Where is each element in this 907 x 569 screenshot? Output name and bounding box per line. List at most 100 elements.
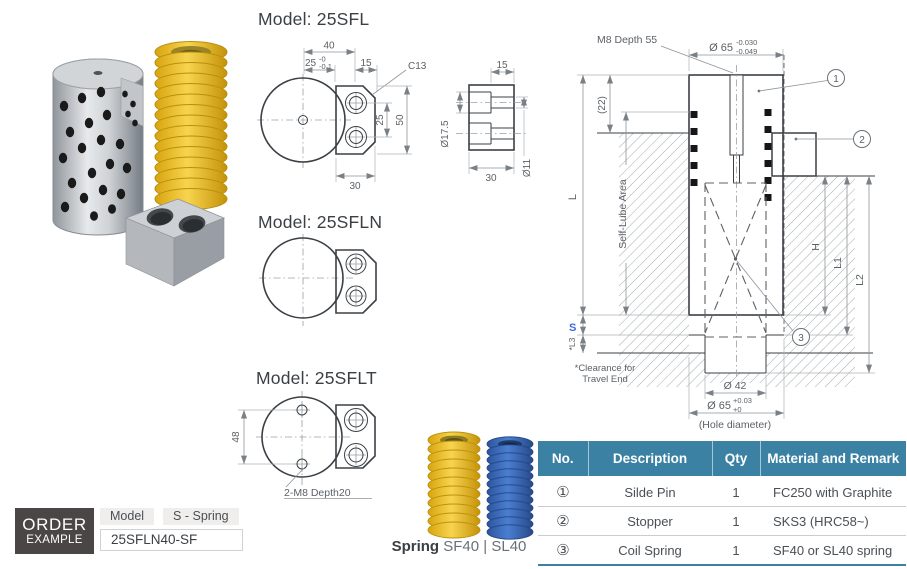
drawing-25sfl-front: 40 25 -0 -0.1 15 C13 25 50 <box>257 41 427 192</box>
svg-text:Self-Lube Area: Self-Lube Area <box>617 179 629 249</box>
svg-text:*Clearance for: *Clearance for <box>575 363 636 374</box>
col-no: No. <box>538 441 589 478</box>
svg-text:*L3: *L3 <box>567 337 577 350</box>
callout-2: 2 <box>794 130 871 148</box>
cell-qty: 1 <box>712 506 760 536</box>
svg-text:S: S <box>569 322 576 334</box>
svg-text:M8 Depth 55: M8 Depth 55 <box>597 34 657 46</box>
dim-d11: Ø11 <box>516 96 533 177</box>
blue-spring-photo <box>486 436 534 540</box>
bolt-hole <box>345 92 367 114</box>
dim-40: 40 <box>303 41 356 82</box>
assembly-cross-section: Ø 65 -0.030 -0.049 M8 Depth 55 L (22) Se… <box>567 34 875 431</box>
svg-text:40: 40 <box>323 41 335 52</box>
svg-text:H: H <box>810 243 822 251</box>
svg-text:-0.1: -0.1 <box>319 62 332 71</box>
dim-d65-hole: Ø 65 +0.03 +0 (Hole diameter) <box>688 339 785 431</box>
dim-15: 15 <box>355 58 378 92</box>
order-model-label: Model <box>100 508 155 525</box>
col-qty: Qty <box>712 441 761 478</box>
col-description: Description <box>588 441 713 478</box>
svg-text:25: 25 <box>305 58 317 69</box>
order-subtitle: EXAMPLE <box>26 534 83 547</box>
cell-no: ② <box>538 506 588 536</box>
coil-spring-hidden <box>704 182 767 338</box>
cell-qty: 1 <box>712 535 760 566</box>
drawing-25sfl-side: 15 Ø17.5 30 Ø11 <box>440 60 533 184</box>
dim-48: 48 <box>231 409 294 465</box>
svg-text:(22): (22) <box>597 96 608 114</box>
graphite-dots <box>58 86 138 221</box>
product-photo <box>52 41 228 287</box>
order-example-badge: ORDER EXAMPLE <box>15 508 94 554</box>
note-clearance: *Clearance for Travel End <box>575 363 636 385</box>
spring-caption-models: SF40 | SL40 <box>443 538 527 555</box>
socket-profile <box>469 91 514 145</box>
dim-L3: *L3 <box>567 335 587 353</box>
order-code: 25SFLN40-SF <box>100 529 243 551</box>
svg-text:15: 15 <box>360 58 372 69</box>
label-2m8-depth20: 2-M8 Depth20 <box>284 467 372 499</box>
dim-30: 30 <box>468 152 515 184</box>
table-row: ③ Coil Spring 1 SF40 or SL40 spring <box>538 535 906 566</box>
col-material: Material and Remark <box>760 441 906 478</box>
svg-text:1: 1 <box>833 74 839 85</box>
dim-S: S <box>569 315 689 336</box>
dim-15: 15 <box>490 60 515 83</box>
svg-text:25: 25 <box>375 114 386 126</box>
cell-no: ① <box>538 477 588 507</box>
bolt-hole <box>345 253 367 275</box>
slide-pin-3d <box>52 58 144 236</box>
dim-22: (22) <box>597 75 614 133</box>
svg-text:+0.03: +0.03 <box>733 396 752 405</box>
spring-caption-label: Spring <box>391 538 440 555</box>
svg-text:-0.030: -0.030 <box>736 38 757 47</box>
table-row: ② Stopper 1 SKS3 (HRC58~) <box>538 506 906 536</box>
label-m8-depth55: M8 Depth 55 <box>597 34 734 74</box>
dim-L: L <box>567 74 689 316</box>
svg-text:Travel End: Travel End <box>582 374 628 385</box>
svg-text:L2: L2 <box>854 274 866 286</box>
svg-text:Ø 65: Ø 65 <box>709 42 733 54</box>
svg-text:Ø 65: Ø 65 <box>707 400 731 412</box>
table-header-row: No. Description Qty Material and Remark <box>538 441 906 478</box>
order-spring-label: S - Spring <box>163 508 239 525</box>
bolt-hole <box>345 126 367 148</box>
model-title-25sfln: Model: 25SFLN <box>258 212 383 232</box>
svg-text:3: 3 <box>798 333 804 344</box>
callout-1: 1 <box>757 69 845 93</box>
dim-self-lube-area: Self-Lube Area <box>617 111 689 315</box>
svg-text:2-M8 Depth20: 2-M8 Depth20 <box>284 487 351 499</box>
bolt-hole <box>344 408 368 432</box>
stopper-3d <box>124 198 226 287</box>
callout-3: 3 <box>736 260 810 346</box>
order-example: ORDER EXAMPLE Model S - Spring 25SFLN40-… <box>15 508 243 554</box>
cell-description: Coil Spring <box>588 535 712 566</box>
order-example-fields: Model S - Spring 25SFLN40-SF <box>100 508 243 554</box>
bolt-hole <box>344 443 368 467</box>
svg-text:Ø 42: Ø 42 <box>724 380 747 392</box>
svg-text:Ø17.5: Ø17.5 <box>440 120 451 148</box>
yellow-spring-photo <box>427 431 481 539</box>
spring-photos <box>427 431 534 540</box>
svg-text:Ø11: Ø11 <box>522 158 533 177</box>
yellow-spring-3d <box>154 41 228 210</box>
dim-d65-top: Ø 65 -0.030 -0.049 <box>688 38 784 71</box>
cell-material: FC250 with Graphite <box>760 477 906 507</box>
mold-plates <box>597 132 875 387</box>
bolt-hole <box>345 285 367 307</box>
svg-text:L1: L1 <box>832 257 844 269</box>
drawing-25sflt: 48 2-M8 Depth20 <box>231 391 376 499</box>
cell-description: Stopper <box>588 506 712 536</box>
cell-qty: 1 <box>712 477 760 507</box>
drawing-25sfln <box>259 234 377 326</box>
parts-table: No. Description Qty Material and Remark … <box>538 441 906 566</box>
dim-25-holes: 25 <box>367 102 392 138</box>
spring-caption: Spring SF40 | SL40 <box>378 538 540 555</box>
svg-text:(Hole diameter): (Hole diameter) <box>699 419 771 431</box>
cell-material: SKS3 (HRC58~) <box>760 506 906 536</box>
model-title-25sflt: Model: 25SFLT <box>256 368 377 388</box>
model-title-25sfl: Model: 25SFL <box>258 9 370 29</box>
svg-text:C13: C13 <box>408 61 427 72</box>
graphite-plugs <box>690 109 772 201</box>
